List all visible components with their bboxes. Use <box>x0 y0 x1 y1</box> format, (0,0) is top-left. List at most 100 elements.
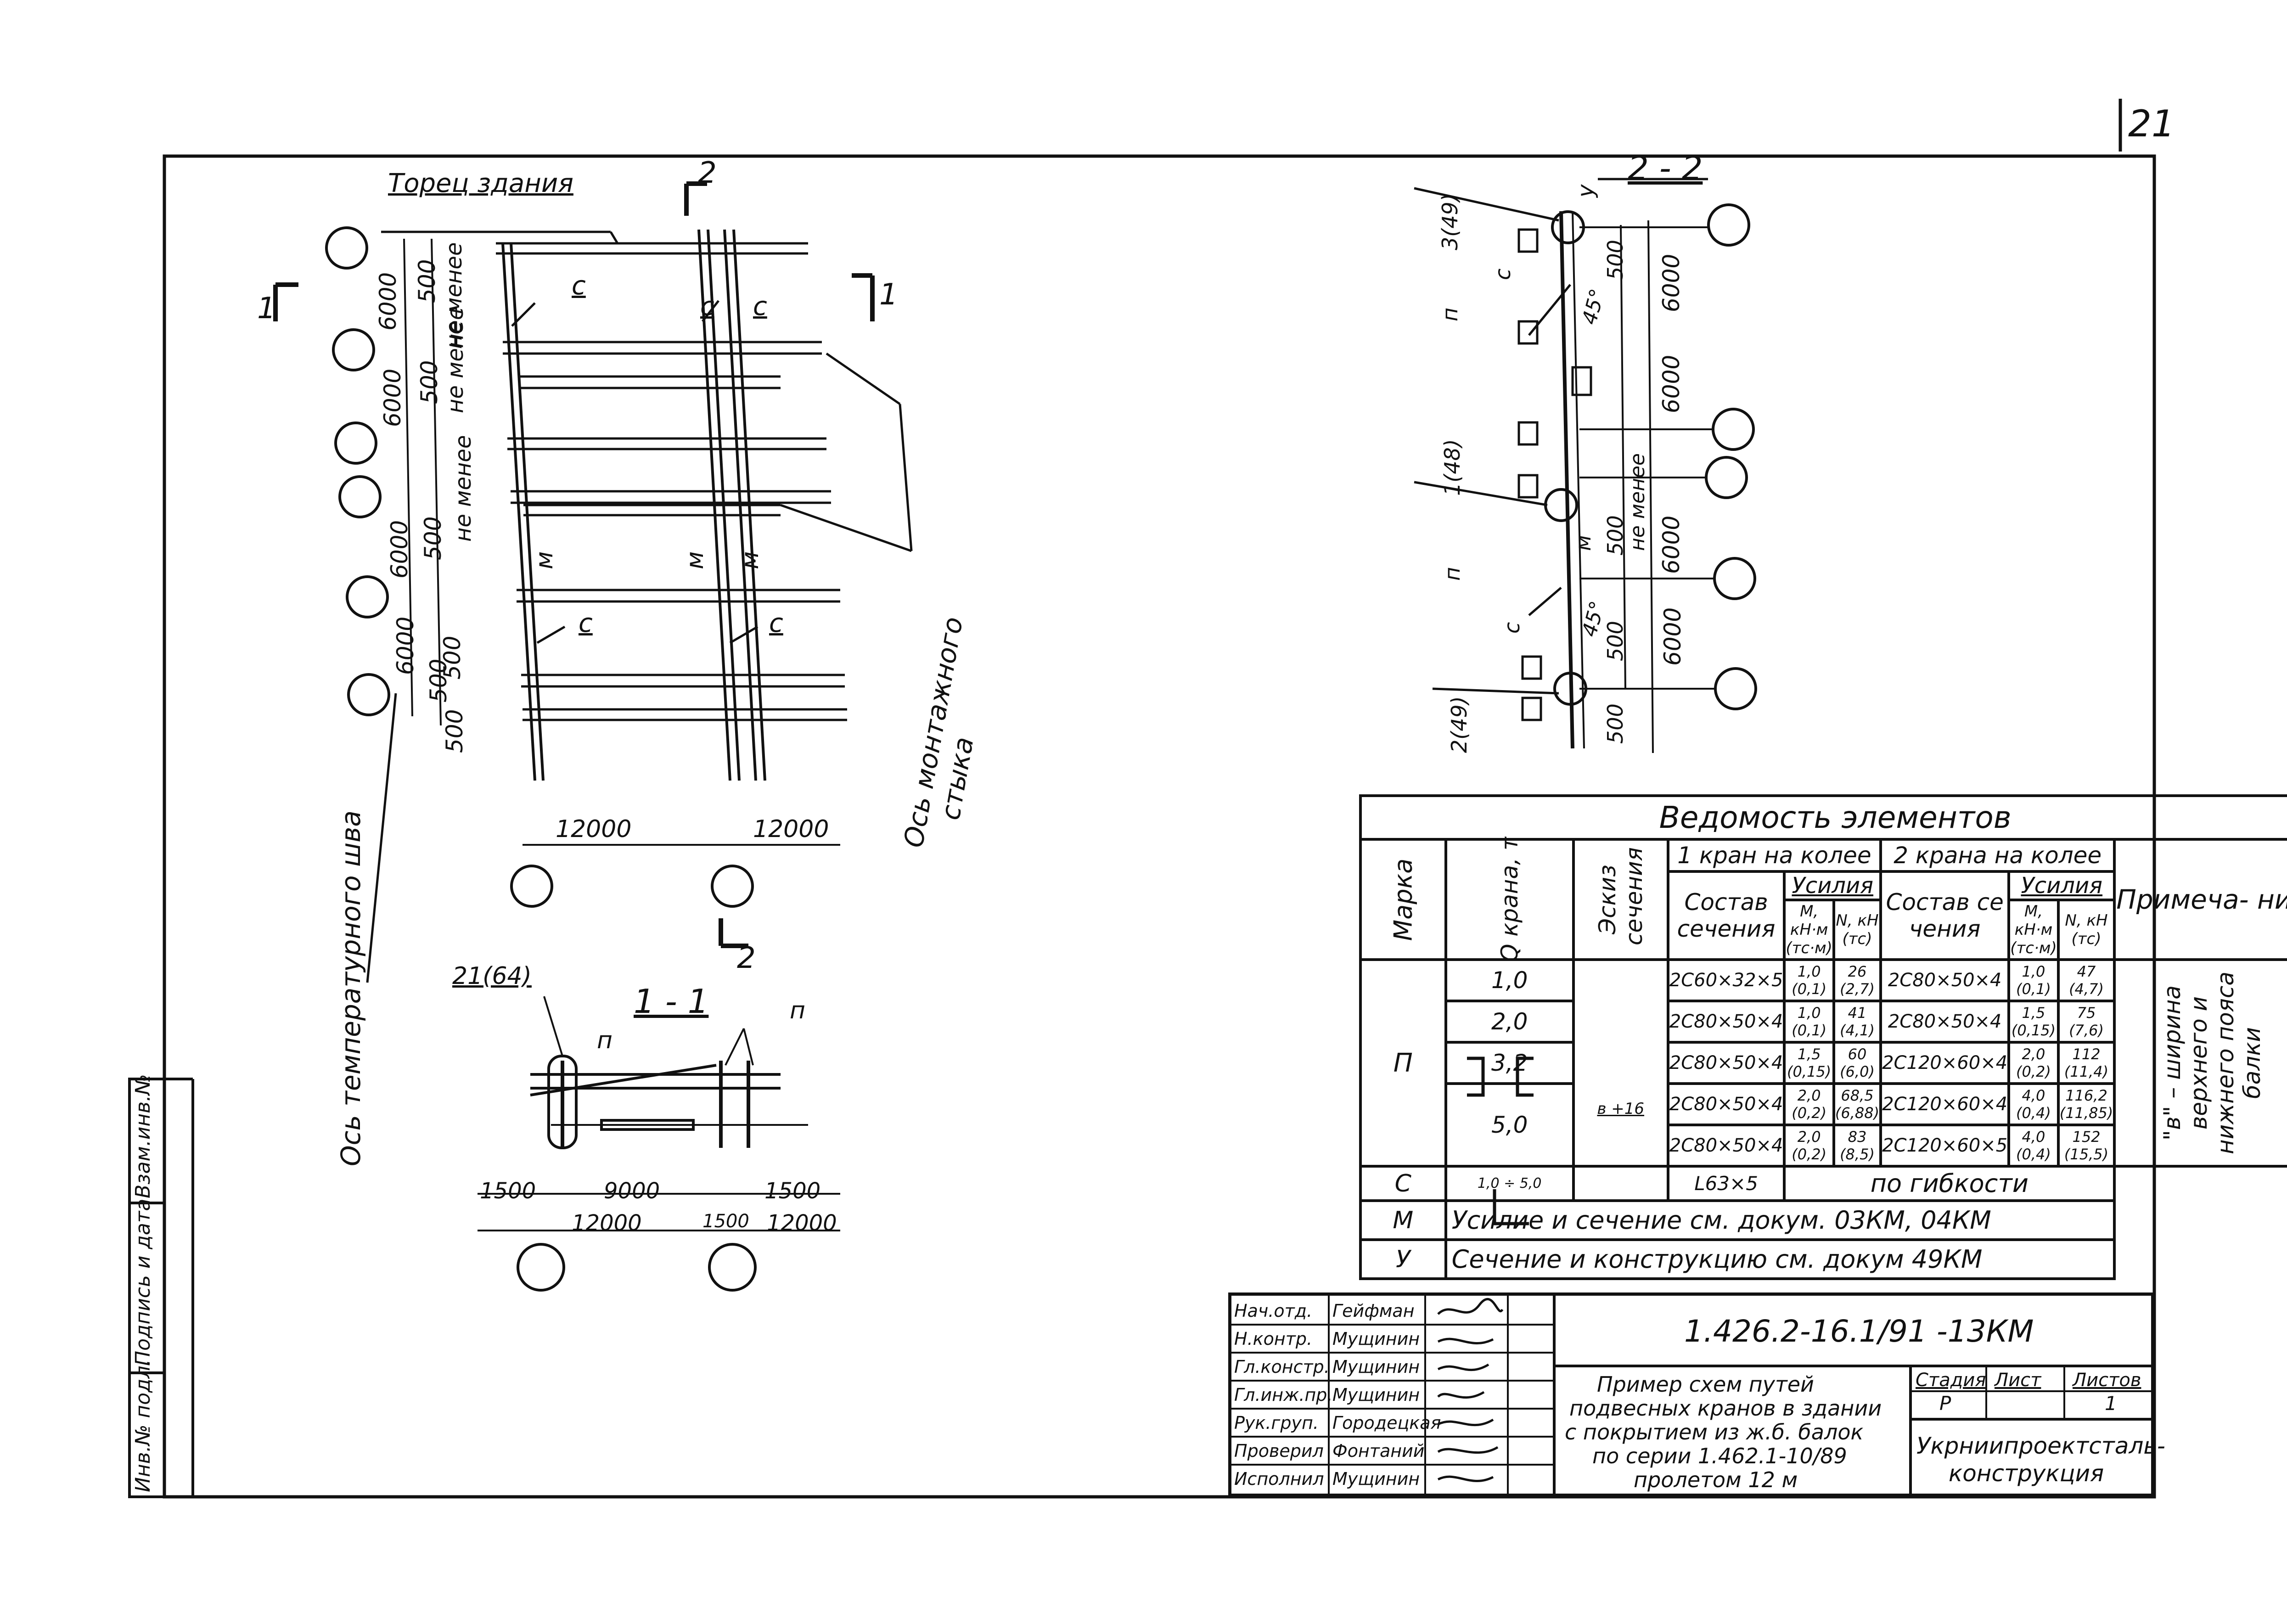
stage-sep-v1 <box>1985 1367 1987 1418</box>
description-line: подвесных кранов в здании <box>1569 1396 1882 1421</box>
table-row: У Сечение и конструкцию см. докум 49КМ <box>1359 1238 2287 1280</box>
mark-p-a: п <box>1438 307 1462 321</box>
page-number: 21 <box>2128 102 2175 145</box>
mark-3-49: 3(49) <box>1438 193 1462 250</box>
section-cell: 2С80×50×4 <box>1666 1041 1786 1085</box>
q-cell: 1,0 ÷ 5,0 <box>1444 1165 1575 1202</box>
doc-code-box: 1.426.2-16.1/91 -13КМ <box>1556 1296 2154 1367</box>
role-row: Исполнил Мущинин <box>1231 1464 1553 1494</box>
mark-m-cell: М <box>1359 1199 1447 1241</box>
col-note-header: Примеча- ние <box>2113 838 2287 961</box>
dim-1500-a: 1500 <box>480 1178 536 1204</box>
m-cell: 1,0 (0,1) <box>2007 958 2060 1002</box>
dim-12000-a: 12000 <box>572 1210 642 1236</box>
section-mark-2-bottom: 2 <box>737 941 756 975</box>
y-text-cell: Сечение и конструкцию см. докум 49КМ <box>1444 1238 2116 1280</box>
table-row: С 1,0 ÷ 5,0 L63×5 по гибкости <box>1359 1165 2287 1202</box>
col-force-1: Усилия <box>1783 870 1882 901</box>
col-m-1: М, кН·м (тс·м) <box>1783 899 1835 961</box>
section-cell: 2С120×60×4 <box>1879 1041 2011 1085</box>
description-line: Пример схем путей <box>1597 1372 1814 1397</box>
q-cell: 5,0 <box>1444 1082 1575 1168</box>
section-cell: 2С120×60×5 <box>1879 1124 2011 1168</box>
section-mark-1-left: 1 <box>257 292 276 326</box>
q-cell: 2,0 <box>1444 1000 1575 1044</box>
dim-500-5: 500 <box>439 635 466 680</box>
dim-6000-22-c: 6000 <box>1658 515 1685 574</box>
dim-1500-b: 1500 <box>764 1178 821 1204</box>
m-cell: 1,0 (0,1) <box>1783 1000 1835 1044</box>
section-mark-1-right: 1 <box>879 278 898 312</box>
not-less-22: не менее <box>1626 453 1649 551</box>
mark-y: у <box>1573 184 1599 197</box>
role-label: Гл.констр. <box>1234 1357 1330 1377</box>
n-cell: 68,5 (6,88) <box>1832 1082 1882 1126</box>
table-row: 2,0 2С80×50×4 1,0 (0,1) 41 (4,1) 2С80×50… <box>1360 1000 2287 1044</box>
brace-mark-c-3: с <box>753 292 767 321</box>
sheets-value: 1 <box>2105 1392 2117 1415</box>
n-cell: 152 (15,5) <box>2057 1124 2116 1168</box>
role-name: Городецкая <box>1332 1413 1441 1433</box>
section-cell: 2С80×50×4 <box>1666 1000 1786 1044</box>
doc-code: 1.426.2-16.1/91 -13КМ <box>1684 1314 2034 1349</box>
m-cell: 1,5 (0,15) <box>1783 1041 1835 1085</box>
org-line: Укрниипроектсталь- <box>1916 1433 2165 1459</box>
by-slenderness-cell: по гибкости <box>1783 1165 2116 1202</box>
mark-m-1: м <box>531 551 558 569</box>
dim-500-22-a: 500 <box>1603 240 1628 280</box>
table-row: 5,0 2С80×50×4 2,0 (0,2) 68,5 (6,88) 2С12… <box>1360 1082 2287 1168</box>
role-name: Гейфман <box>1332 1301 1415 1321</box>
q-cell: 3,2 <box>1444 1041 1575 1085</box>
axis-temperature-joint-label: Ось температурного шва <box>335 810 366 1166</box>
stage-label: Стадия <box>1916 1370 1986 1391</box>
brace-mark-c-4: с <box>579 608 593 638</box>
role-label: Исполнил <box>1234 1469 1324 1489</box>
elements-schedule-table: Ведомость элементов Марка Q крана, т Эск… <box>1359 794 2287 1280</box>
col-n-1: N, кН (тс) <box>1832 899 1882 961</box>
section-cell: 2С80×50×4 <box>1879 958 2011 1002</box>
q-cell: 1,0 <box>1444 958 1575 1002</box>
m-cell: 2,0 (0,2) <box>2007 1041 2060 1085</box>
dim-12000-left: 12000 <box>556 815 632 843</box>
section-cell: 2С120×60×4 <box>1879 1082 2011 1126</box>
m-cell: 1,5 (0,15) <box>2007 1000 2060 1044</box>
col-sketch-header: Эскиз сечения <box>1594 847 1647 945</box>
dim-500-22-b: 500 <box>1603 515 1628 556</box>
stamp-vzam: Взам.инв.№ <box>131 1074 155 1198</box>
role-name: Мущинин <box>1332 1357 1420 1377</box>
dim-500-1: 500 <box>414 259 440 303</box>
section-mark-2-top: 2 <box>698 156 717 190</box>
col-sep <box>1507 1296 1509 1494</box>
m-cell: 2,0 (0,2) <box>1783 1124 1835 1168</box>
brace-mark-c-a: с <box>1490 268 1515 280</box>
mark-2-49: 2(49) <box>1447 696 1472 753</box>
table-row: П 1,0 в +16 2С60×32×5 1,0 (0,1) 26 (2,7)… <box>1359 958 2287 1168</box>
m-cell: 2,0 (0,2) <box>1783 1082 1835 1126</box>
not-less-3: не менее <box>450 435 476 542</box>
dim-12000-right: 12000 <box>753 815 829 843</box>
dim-6000-3: 6000 <box>386 520 413 579</box>
dim-6000-22-a: 6000 <box>1658 253 1685 312</box>
stage-sep-h <box>1912 1390 2154 1392</box>
brace-mark-c-b: с <box>1500 622 1524 634</box>
n-cell: 112 (11,4) <box>2057 1041 2116 1085</box>
mark-m-2: м <box>681 551 709 569</box>
m-cell: 4,0 (0,4) <box>2007 1124 2060 1168</box>
n-cell: 116,2 (11,85) <box>2057 1082 2116 1126</box>
col-section-2: Состав се чения <box>1879 870 2011 961</box>
roles-table: Нач.отд. Гейфман Н.контр. Мущинин Гл.кон… <box>1231 1296 1556 1494</box>
group-2-header: 2 крана на колее <box>1879 838 2116 873</box>
role-label: Н.контр. <box>1234 1329 1313 1349</box>
col-sep <box>1328 1296 1330 1494</box>
mark-m-3: м <box>736 551 764 569</box>
stamp-podpis: Подпись и дата <box>131 1198 155 1366</box>
section-cell: 2С80×50×4 <box>1879 1000 2011 1044</box>
stage-sep-v2 <box>2063 1367 2065 1418</box>
dim-12000-b: 12000 <box>767 1210 837 1236</box>
n-cell: 41 (4,1) <box>1832 1000 1882 1044</box>
sketch-cell: в +16 <box>1572 958 1669 1168</box>
col-q-header: Q крана, т <box>1496 837 1523 962</box>
sheets-label: Листов <box>2073 1370 2141 1391</box>
dim-500-22-d: 500 <box>1603 703 1628 744</box>
group-1-header: 1 кран на колее <box>1666 838 1882 873</box>
